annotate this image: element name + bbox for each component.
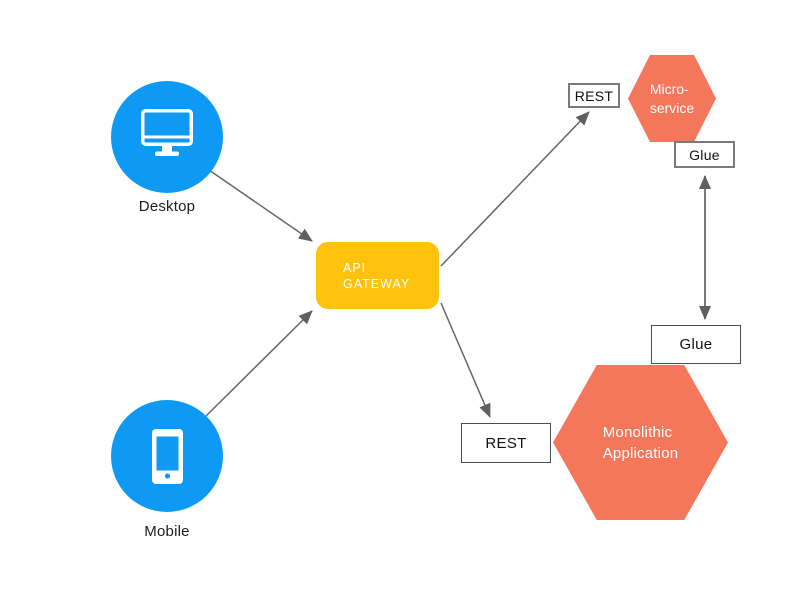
connector-desktop-to-gateway[interactable] xyxy=(208,169,313,242)
microservice-label: Micro- service xyxy=(649,80,695,116)
smartphone-icon xyxy=(151,428,183,484)
connector-gateway-to-rest-top[interactable] xyxy=(440,111,590,267)
rest-top-box[interactable]: REST xyxy=(568,83,620,108)
rest-bottom-label: REST xyxy=(485,434,527,452)
glue-bottom-label: Glue xyxy=(679,336,713,353)
microservice-node[interactable]: Micro- service xyxy=(628,55,716,142)
monolith-node[interactable]: Monolithic Application xyxy=(553,365,728,520)
connector-mobile-to-gateway[interactable] xyxy=(204,310,313,418)
mobile-node[interactable] xyxy=(111,400,223,512)
glue-bottom-box[interactable]: Glue xyxy=(651,325,741,364)
desktop-node[interactable] xyxy=(111,81,223,193)
rest-top-label: REST xyxy=(574,87,614,104)
connector-gateway-to-rest-bottom[interactable] xyxy=(440,302,491,418)
glue-top-label: Glue xyxy=(689,146,720,163)
api-gateway-node[interactable]: API GATEWAY xyxy=(316,242,439,309)
monolith-label: Monolithic Application xyxy=(602,423,679,462)
rest-bottom-box[interactable]: REST xyxy=(461,423,551,463)
mobile-label: Mobile xyxy=(144,523,190,540)
desktop-monitor-icon xyxy=(141,109,193,156)
api-gateway-label: API GATEWAY xyxy=(343,260,411,291)
glue-top-box[interactable]: Glue xyxy=(674,141,735,168)
desktop-label: Desktop xyxy=(138,198,196,215)
